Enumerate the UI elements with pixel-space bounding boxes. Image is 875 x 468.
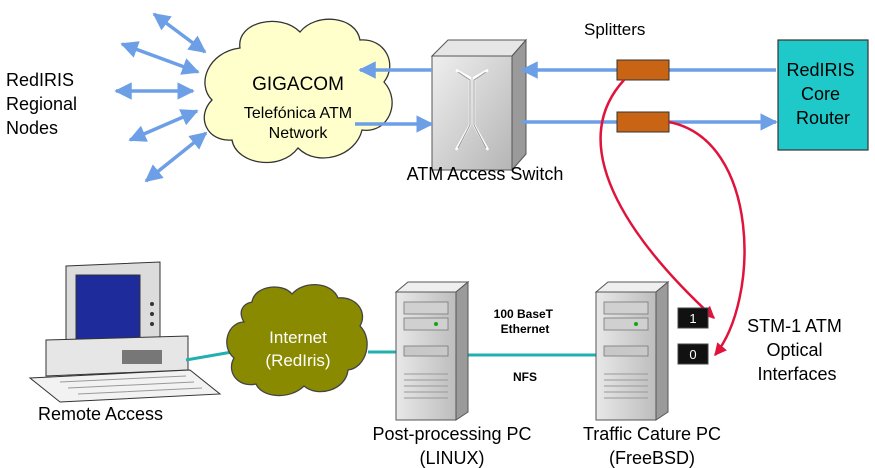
gigacom-title: GIGACOM <box>252 74 344 95</box>
regional-node-arrows <box>114 12 208 183</box>
capture-pc-label-line2: (FreeBSD) <box>609 448 695 468</box>
post-pc-label-line2: (LINUX) <box>419 448 484 468</box>
splitter-lower <box>616 111 670 133</box>
fiber-to-port-0 <box>668 120 746 356</box>
splitter-upper <box>616 59 670 81</box>
atm-port-0: 0 <box>677 343 709 365</box>
port-1-label: 1 <box>689 311 696 326</box>
post-pc-label-line1: Post-processing PC <box>372 424 531 444</box>
atm-switch-label: ATM Access Switch <box>407 164 564 184</box>
post-processing-pc <box>394 280 470 421</box>
ethernet-label: 100 BaseT Ethernet <box>494 307 557 336</box>
remote-access-label: Remote Access <box>38 404 163 424</box>
regional-link-4 <box>128 109 199 142</box>
stm-interfaces-label: STM-1 ATM Optical Interfaces <box>747 316 847 384</box>
regional-link-2 <box>120 41 200 75</box>
atm-switch <box>430 38 528 172</box>
internet-line1: Internet <box>269 328 327 347</box>
wan-links <box>355 61 778 133</box>
splitters-label: Splitters <box>584 20 645 39</box>
fiber-to-port-1 <box>599 79 715 319</box>
remote-to-internet-link <box>185 350 233 362</box>
atm-port-1: 1 <box>677 307 709 329</box>
remote-computer <box>28 261 222 403</box>
regional-link-5 <box>144 131 208 183</box>
svg-text:RedIRIS Core Route: RedIRIS Core Router <box>786 60 859 128</box>
internet-cloud: Internet (RedIris) <box>226 284 368 397</box>
port-0-label: 0 <box>689 347 696 362</box>
internet-line2: (RedIris) <box>265 351 330 370</box>
core-router: RedIRIS Core Router <box>777 39 869 151</box>
regional-link-1 <box>152 12 207 54</box>
gigacom-line2: Network <box>269 125 329 142</box>
capture-pc-label-line1: Traffic Cature PC <box>583 424 721 444</box>
traffic-capture-pc <box>594 280 670 421</box>
gigacom-cloud: GIGACOM Telefónica ATM Network <box>203 18 393 164</box>
regional-nodes-label: RedIRIS Regional Nodes <box>6 70 82 138</box>
gigacom-line1: Telefónica ATM <box>244 105 352 122</box>
nfs-label: NFS <box>513 370 537 384</box>
fiber-taps <box>599 79 746 356</box>
